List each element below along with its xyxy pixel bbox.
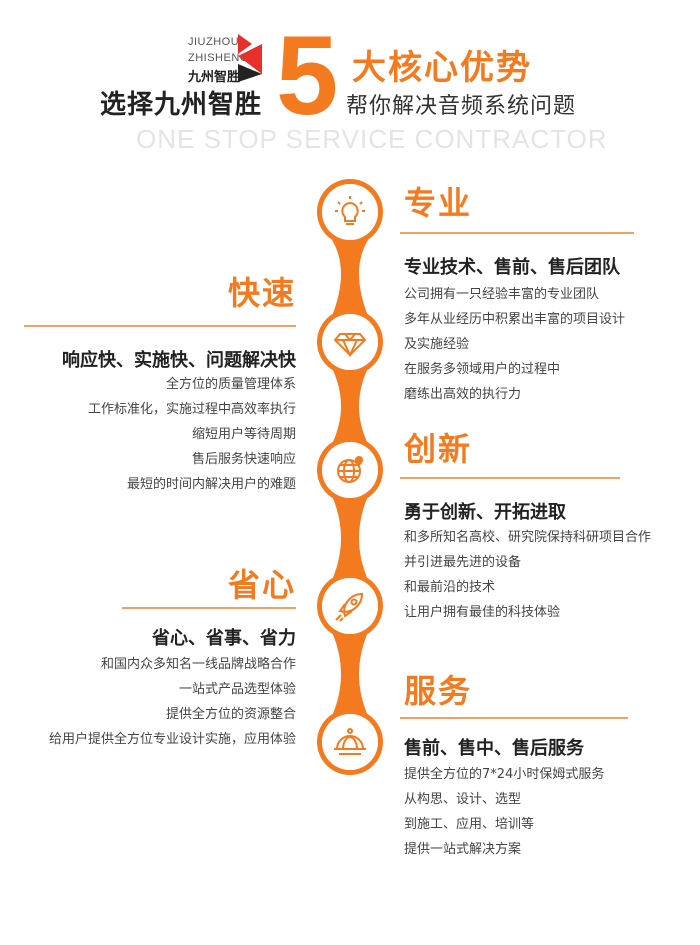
logo-text-cn: 九州智胜	[188, 70, 241, 85]
section-title-fast: 快速	[227, 274, 296, 312]
globe-icon	[337, 456, 363, 483]
node-fast	[322, 314, 378, 370]
list-item: 和国内众多知名一线品牌战略合作	[100, 657, 296, 672]
list-item: 公司拥有一只经验丰富的专业团队	[404, 287, 600, 302]
diamond-icon	[333, 333, 367, 358]
list-item: 给用户提供全方位专业设计实施，应用体验	[48, 732, 296, 747]
section-title-service: 服务	[404, 672, 473, 710]
list-item: 和多所知名高校、研究院保持科研项目合作	[404, 530, 652, 545]
choose-title: 选择九州智胜	[100, 90, 263, 120]
list-service: 提供全方位的7*24小时保姆式服务 从构思、设计、选型 到施工、应用、培训等 提…	[404, 762, 604, 862]
list-worry-free: 和国内众多知名一线品牌战略合作 一站式产品选型体验 提供全方位的资源整合 给用户…	[49, 652, 296, 752]
list-innovation: 和多所知名高校、研究院保持科研项目合作 并引进最先进的设备 和最前沿的技术 让用…	[404, 525, 651, 625]
rocket-icon	[335, 592, 364, 622]
section-heading-fast: 响应快、实施快、问题解决快	[62, 350, 296, 371]
list-item: 让用户拥有最佳的科技体验	[404, 605, 561, 620]
list-item: 和最前沿的技术	[404, 580, 496, 595]
node-service	[322, 714, 378, 770]
divider-professional	[400, 232, 634, 234]
list-item: 及实施经验	[404, 337, 470, 352]
node-innovation	[322, 442, 378, 498]
header: JIUZHOU ZHISHENG 九州智胜 选择九州智胜 5 大核心优势 帮你解…	[0, 0, 700, 160]
section-heading-service: 售前、售中、售后服务	[404, 738, 584, 759]
node-professional	[322, 184, 378, 240]
title-orange: 大核心优势	[352, 48, 532, 88]
list-item: 一站式产品选型体验	[178, 682, 296, 697]
list-professional: 公司拥有一只经验丰富的专业团队 多年从业经历中积累出丰富的项目设计 及实施经验 …	[404, 282, 625, 407]
logo-mark-icon	[238, 34, 262, 82]
watermark-text: ONE STOP SERVICE CONTRACTOR	[136, 124, 608, 154]
list-item: 缩短用户等待周期	[191, 427, 296, 442]
section-heading-professional: 专业技术、售前、售后团队	[404, 257, 620, 278]
big-number-5: 5	[276, 13, 339, 138]
list-item: 最短的时间内解决用户的难题	[126, 477, 296, 492]
list-item: 提供全方位的7*24小时保姆式服务	[404, 767, 605, 782]
list-item: 提供全方位的资源整合	[165, 707, 296, 722]
section-title-worry-free: 省心	[227, 566, 296, 604]
node-worry-free	[322, 578, 378, 634]
section-title-innovation: 创新	[404, 430, 473, 468]
list-item: 多年从业经历中积累出丰富的项目设计	[404, 312, 626, 327]
divider-worry-free	[122, 607, 296, 609]
divider-service	[400, 717, 628, 719]
list-item: 到施工、应用、培训等	[404, 817, 535, 832]
list-item: 在服务多领域用户的过程中	[404, 362, 561, 377]
section-title-professional: 专业	[404, 184, 473, 222]
list-item: 售后服务快速响应	[191, 452, 296, 467]
lightbulb-icon	[335, 196, 365, 225]
divider-fast	[24, 325, 296, 327]
logo-text-en-2: ZHISHENG	[188, 52, 249, 64]
list-item: 磨练出高效的执行力	[404, 387, 522, 402]
list-item: 工作标准化，实施过程中高效率执行	[87, 402, 296, 417]
list-item: 全方位的质量管理体系	[165, 377, 296, 392]
list-item: 并引进最先进的设备	[404, 555, 522, 570]
header-subtitle: 帮你解决音频系统问题	[346, 94, 577, 119]
section-heading-innovation: 勇于创新、开拓进取	[404, 502, 566, 523]
list-fast: 全方位的质量管理体系 工作标准化，实施过程中高效率执行 缩短用户等待周期 售后服…	[88, 372, 296, 497]
list-item: 从构思、设计、选型	[404, 792, 522, 807]
list-item: 提供一站式解决方案	[404, 842, 522, 857]
dome-icon	[334, 728, 366, 755]
section-heading-worry-free: 省心、省事、省力	[152, 628, 296, 649]
divider-innovation	[400, 477, 620, 479]
logo-text-en-1: JIUZHOU	[188, 36, 240, 48]
